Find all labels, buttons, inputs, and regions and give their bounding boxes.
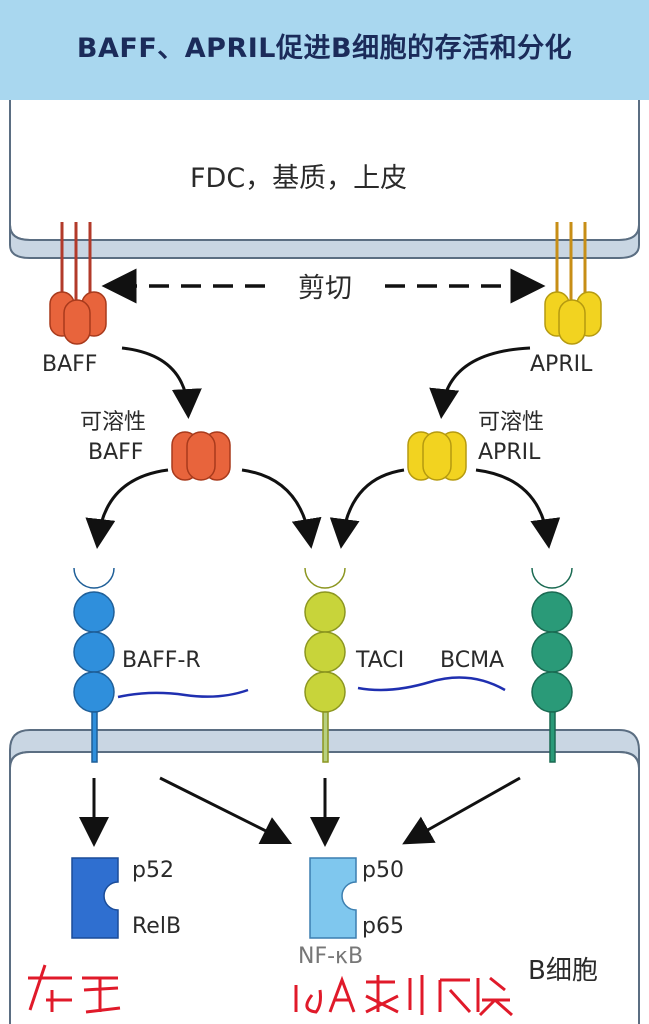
underline-baff-r [117, 688, 249, 699]
taci-label: TACI [356, 648, 405, 673]
baff-trimer-head [49, 291, 107, 345]
p52-relb-complex [71, 857, 119, 939]
nfkb-label: NF-κB [298, 944, 364, 969]
top-cell-label: FDC，基质，上皮 [190, 163, 408, 194]
april-membrane-trimer [555, 222, 587, 300]
arrow-baffr-to-nfkb [159, 776, 293, 845]
p50-label: p50 [362, 858, 404, 883]
baff-membrane-label: BAFF [42, 352, 98, 377]
page-title: BAFF、APRIL促进B细胞的存活和分化 [76, 33, 573, 64]
soluble-baff-label-2: BAFF [88, 440, 144, 465]
handwritten-survival [28, 964, 121, 1014]
arrow-sapril-to-bcma [475, 468, 561, 549]
soluble-baff-label-1: 可溶性 [80, 410, 147, 435]
soluble-april-label-2: APRIL [478, 440, 541, 465]
title-band [0, 0, 649, 100]
taci-receptor [304, 567, 346, 763]
soluble-april-label-1: 可溶性 [478, 410, 545, 435]
april-membrane-label: APRIL [530, 352, 593, 377]
baff-r-label: BAFF-R [122, 648, 201, 673]
top-membrane [9, 224, 640, 259]
p65-label: p65 [362, 914, 404, 939]
arrow-sapril-to-taci [329, 468, 405, 549]
nfkb-complex [309, 857, 357, 939]
bcma-receptor [531, 567, 573, 763]
p52-label: p52 [132, 858, 174, 883]
b-cell-label: B细胞 [528, 956, 598, 986]
april-trimer-head [544, 291, 602, 345]
baff-r-receptor [73, 567, 115, 763]
bcma-label: BCMA [440, 648, 505, 673]
relb-label: RelB [132, 914, 182, 939]
soluble-baff-trimer [171, 431, 231, 481]
cleavage-label: 剪切 [298, 273, 352, 304]
baff-membrane-trimer [60, 222, 92, 300]
handwritten-iga-switch [294, 975, 513, 1017]
arrow-sbaff-to-taci [241, 468, 322, 549]
arrow-bcma-to-nfkb [402, 776, 521, 845]
soluble-april-trimer [407, 431, 467, 481]
arrow-baff-to-soluble [121, 346, 202, 419]
b-cell-outline [9, 751, 640, 1024]
arrow-april-to-soluble [429, 346, 531, 419]
arrow-sbaff-to-baffr [85, 468, 169, 549]
underline-taci-bcma [357, 676, 506, 692]
